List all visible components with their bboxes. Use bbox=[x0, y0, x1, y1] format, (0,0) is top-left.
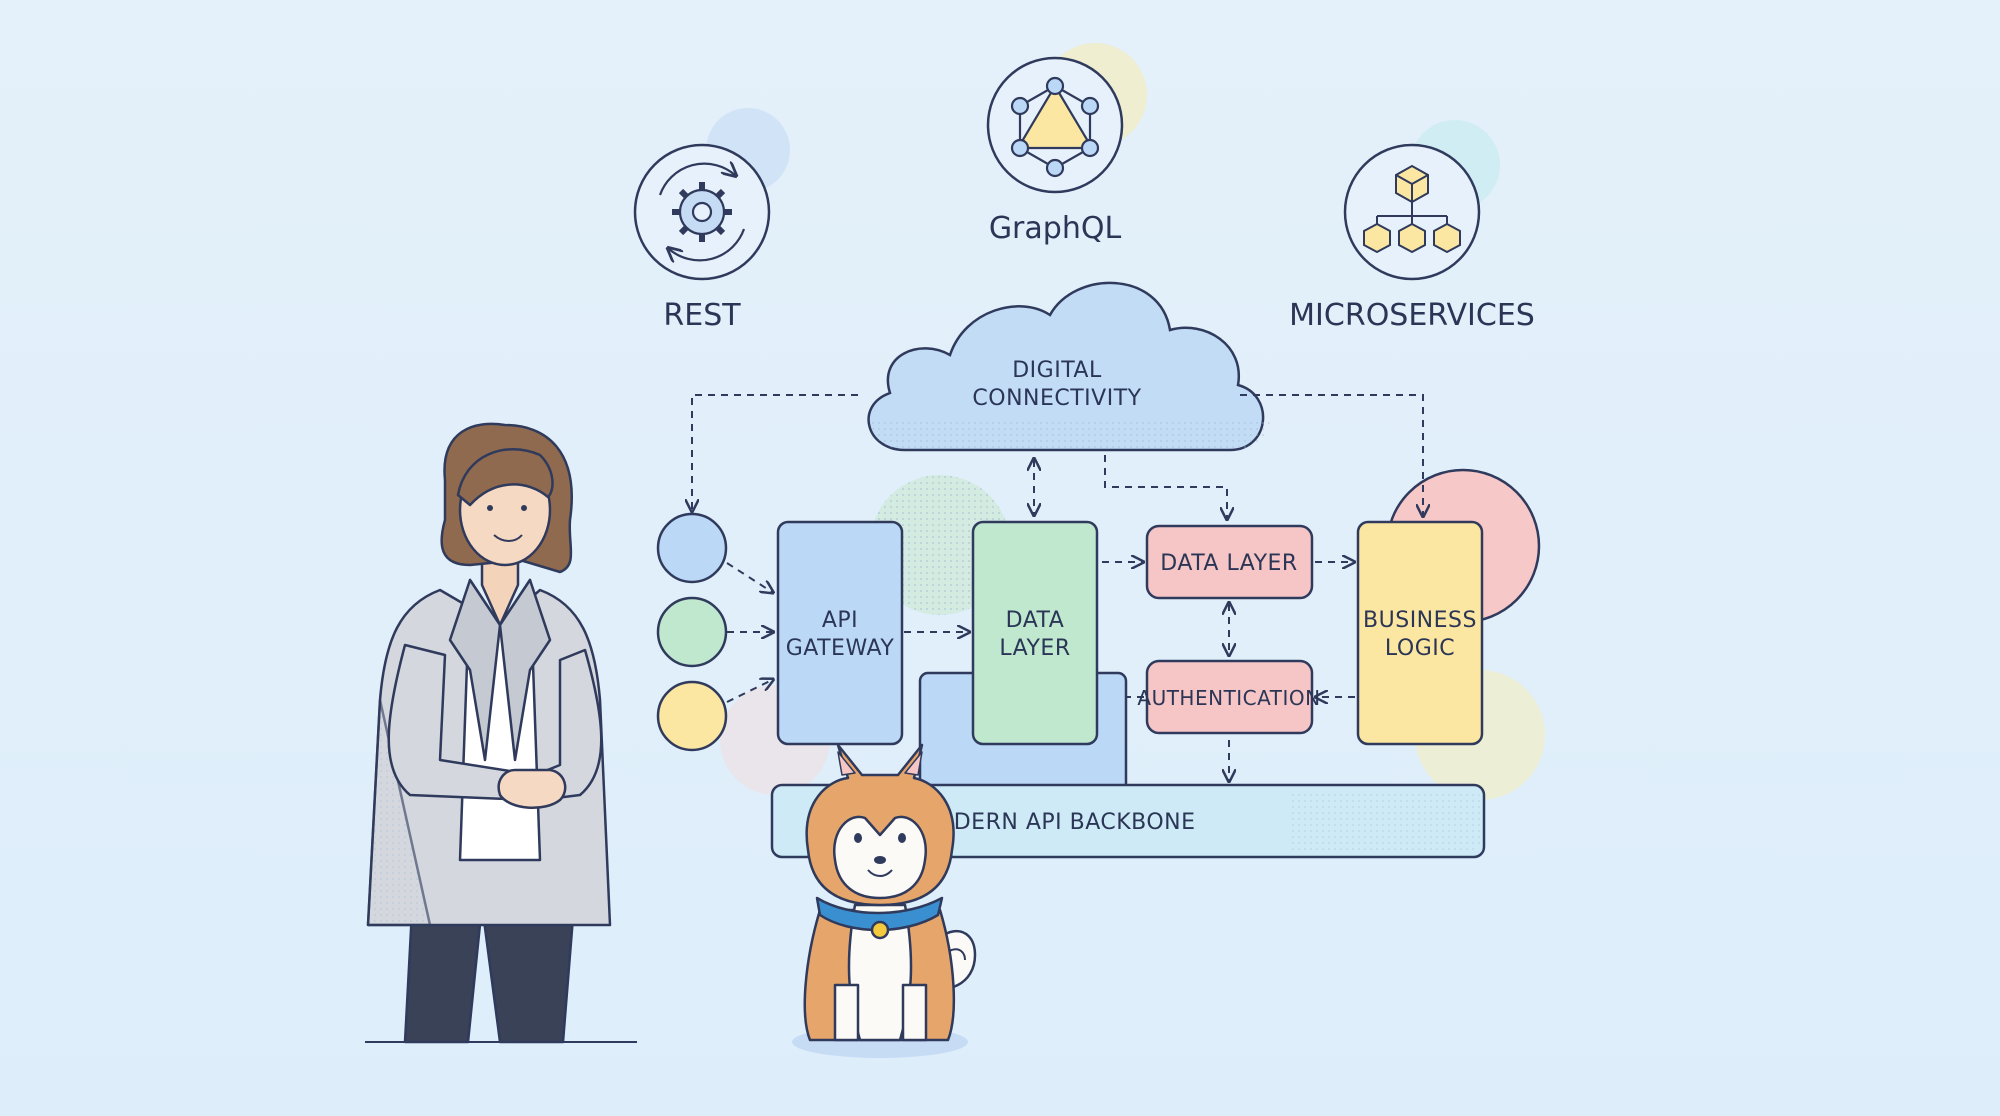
business-logic-box: BUSINESS LOGIC bbox=[1356, 520, 1484, 746]
data-layer-main-label-line1: DATA bbox=[1006, 608, 1065, 633]
business-logic-label-line1: BUSINESS bbox=[1363, 608, 1477, 633]
client3-to-gateway-arrow bbox=[726, 680, 772, 703]
data-layer-small-label: DATA LAYER bbox=[1160, 551, 1297, 576]
graphql-label: GraphQL bbox=[989, 211, 1122, 246]
data-layer-main-label-line2: LAYER bbox=[999, 636, 1070, 661]
microservices-label: MICROSERVICES bbox=[1289, 298, 1535, 333]
cloud-to-datalayer-small-arrow bbox=[1104, 455, 1227, 518]
api-gateway-label-line2: GATEWAY bbox=[786, 636, 895, 661]
graphql-triangle-icon bbox=[1010, 76, 1100, 178]
client-node-yellow bbox=[656, 680, 728, 752]
data-layer-main-box: DATA LAYER bbox=[971, 520, 1099, 746]
authentication-box: AUTHENTICATION bbox=[1137, 659, 1320, 735]
graphql-icon-group: GraphQL bbox=[986, 56, 1124, 246]
cloud-label-line1: DIGITAL bbox=[1012, 358, 1102, 383]
connectors bbox=[692, 394, 1423, 780]
data-layer-small-box: DATA LAYER bbox=[1145, 524, 1314, 600]
client1-to-gateway-arrow bbox=[726, 562, 772, 592]
digital-connectivity-cloud: DIGITAL CONNECTIVITY bbox=[867, 281, 1270, 452]
microservices-icon-group: MICROSERVICES bbox=[1289, 143, 1535, 333]
client-node-blue bbox=[656, 512, 728, 584]
rest-icon-group: REST bbox=[633, 143, 771, 333]
gear-cycle-icon bbox=[658, 164, 746, 261]
cloud-to-client-arrow bbox=[692, 394, 858, 510]
cloud-to-business-arrow bbox=[1240, 394, 1423, 515]
cloud-label-line2: CONNECTIVITY bbox=[972, 386, 1141, 411]
business-logic-label-line2: LOGIC bbox=[1385, 636, 1455, 661]
rest-label: REST bbox=[663, 298, 741, 333]
shiba-dog-illustration bbox=[792, 743, 977, 1058]
api-gateway-box: API GATEWAY bbox=[776, 520, 904, 746]
client-nodes bbox=[656, 512, 728, 752]
client-node-green bbox=[656, 596, 728, 668]
backbone-label: MODERN API BACKBONE bbox=[916, 810, 1195, 835]
authentication-label: AUTHENTICATION bbox=[1137, 686, 1320, 710]
cube-hierarchy-icon bbox=[1363, 164, 1461, 254]
api-gateway-label-line1: API bbox=[822, 608, 858, 633]
businesswoman-illustration bbox=[365, 422, 637, 1044]
